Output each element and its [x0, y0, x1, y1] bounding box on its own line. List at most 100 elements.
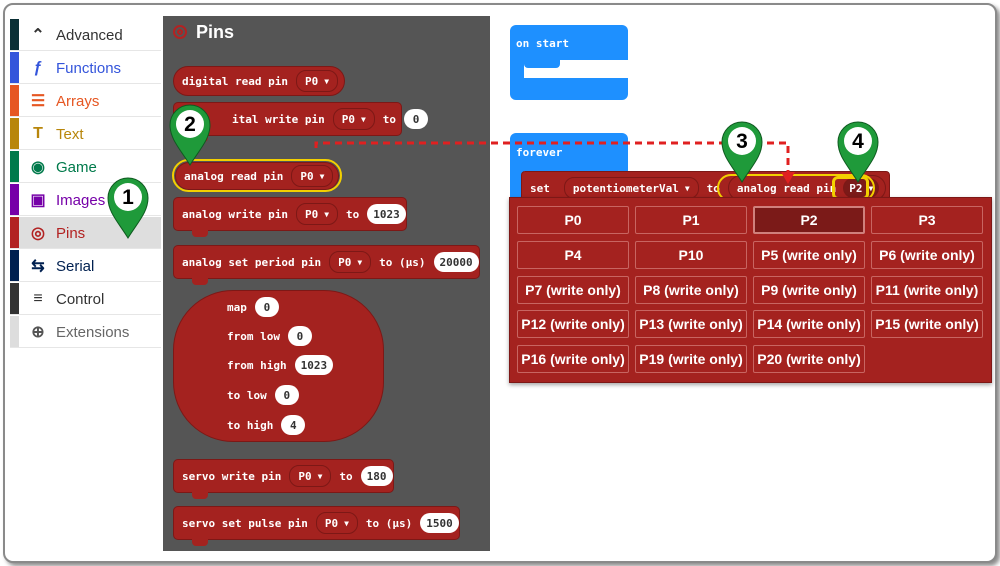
- toolbox-category-game[interactable]: ◉Game: [10, 151, 161, 183]
- pin-dropdown[interactable]: P0▼: [332, 108, 375, 130]
- to-label: to: [382, 112, 397, 126]
- pin-option[interactable]: P9 (write only): [753, 276, 865, 304]
- pin-option[interactable]: P4: [517, 241, 629, 269]
- to-label: to (µs): [379, 255, 426, 269]
- pin-dropdown[interactable]: P0▼: [315, 512, 358, 534]
- from-high-label: from high: [227, 358, 287, 372]
- pin-dropdown[interactable]: P0▼: [295, 203, 339, 225]
- pins-flyout-icon: [173, 25, 187, 39]
- text-icon: T: [33, 125, 43, 142]
- category-label: Images: [56, 192, 106, 209]
- pin-dropdown[interactable]: P0▼: [295, 70, 339, 92]
- category-label: Functions: [56, 60, 122, 77]
- caret-down-icon: ▼: [324, 76, 330, 86]
- pin-option[interactable]: P14 (write only): [753, 310, 865, 338]
- analog-read-highlight: [172, 159, 342, 192]
- block-label: servo set pulse pin: [182, 516, 308, 530]
- map-block[interactable]: map 0 from low 0 from high 1023 to low 0…: [173, 290, 384, 442]
- category-label: Advanced: [56, 27, 123, 44]
- pin-option[interactable]: P8 (write only): [635, 276, 747, 304]
- pin-option[interactable]: P19 (write only): [635, 345, 747, 373]
- forever-label: forever: [516, 146, 563, 159]
- value-input[interactable]: 20000: [433, 252, 479, 272]
- set-label: set: [530, 181, 550, 195]
- to-low-label: to low: [227, 388, 267, 402]
- to-high-input[interactable]: 4: [281, 415, 306, 435]
- category-label: Text: [56, 126, 84, 143]
- digital-read-pin-block[interactable]: digital read pin P0▼: [173, 66, 345, 96]
- block-label: servo write pin: [182, 469, 282, 483]
- list-icon: ☰: [30, 93, 46, 110]
- category-color-bar: [10, 19, 19, 50]
- value-input[interactable]: 1023: [367, 204, 406, 224]
- pin-option[interactable]: P20 (write only): [753, 345, 865, 373]
- analog-read-pin-block[interactable]: analog read pin P0▼: [175, 162, 339, 190]
- pin-option[interactable]: P7 (write only): [517, 276, 629, 304]
- caret-down-icon: ▼: [317, 471, 323, 481]
- pin-option[interactable]: P15 (write only): [871, 310, 983, 338]
- pin-option[interactable]: P0: [517, 206, 629, 234]
- to-low-input[interactable]: 0: [274, 385, 299, 405]
- to-label: to: [706, 181, 720, 195]
- toolbox-category-functions[interactable]: ƒ Functions: [10, 52, 161, 84]
- pin-dropdown[interactable]: P0▼: [329, 251, 372, 273]
- caret-down-icon: ▼: [319, 171, 325, 181]
- servo-write-pin-block[interactable]: servo write pin P0▼ to 180: [173, 459, 394, 499]
- caret-down-icon: ▼: [357, 257, 363, 267]
- pin-option[interactable]: P12 (write only): [517, 310, 629, 338]
- category-label: Game: [56, 159, 97, 176]
- servo-set-pulse-block[interactable]: servo set pulse pin P0▼ to (µs) 1500: [173, 506, 460, 546]
- map-value-input[interactable]: 0: [254, 297, 279, 317]
- flyout-title: Pins: [196, 22, 235, 42]
- image-icon: ▣: [30, 192, 46, 209]
- block-label: digital read pin: [182, 74, 288, 88]
- digital-write-pin-block[interactable]: ital write pin P0▼ to 0: [173, 102, 429, 142]
- category-color-bar: [10, 118, 19, 149]
- pin-option[interactable]: P5 (write only): [753, 241, 865, 269]
- pin-option[interactable]: P1: [635, 206, 747, 234]
- value-input[interactable]: 0: [404, 109, 429, 129]
- pin-option[interactable]: P6 (write only): [871, 241, 983, 269]
- to-high-label: to high: [227, 418, 274, 432]
- marker-1-number: 1: [122, 186, 134, 209]
- chevron-up-icon: ⌃: [31, 27, 45, 44]
- pin-option[interactable]: P11 (write only): [871, 276, 983, 304]
- toolbox-category-advanced[interactable]: ⌃ Advanced: [10, 19, 161, 51]
- function-icon: ƒ: [33, 59, 43, 76]
- block-label: analog read pin: [184, 169, 284, 183]
- toolbox-category-control[interactable]: ≡Control: [10, 283, 161, 315]
- caret-down-icon: ▼: [324, 209, 330, 219]
- toolbox-category-serial[interactable]: ⇆Serial: [10, 250, 161, 282]
- category-color-bar: [10, 316, 19, 347]
- toolbox-category-arrays[interactable]: ☰ Arrays: [10, 85, 161, 117]
- analog-write-pin-block[interactable]: analog write pin P0▼ to 1023: [173, 197, 407, 237]
- value-input[interactable]: 180: [360, 466, 393, 486]
- from-low-input[interactable]: 0: [287, 326, 312, 346]
- block-label: analog write pin: [182, 207, 288, 221]
- pin-option[interactable]: P10: [635, 241, 747, 269]
- pin-option[interactable]: P16 (write only): [517, 345, 629, 373]
- value-input[interactable]: 1500: [420, 513, 459, 533]
- to-label: to: [339, 469, 353, 483]
- analog-set-period-block[interactable]: analog set period pin P0▼ to (µs) 20000: [173, 245, 480, 285]
- on-start-label: on start: [516, 37, 569, 50]
- pin-option[interactable]: P3: [871, 206, 983, 234]
- pin-dropdown[interactable]: P0▼: [289, 465, 332, 487]
- category-color-bar: [10, 250, 19, 281]
- caret-down-icon: ▼: [684, 183, 690, 193]
- marker-4: 4: [837, 121, 879, 183]
- caret-down-icon: ▼: [344, 518, 349, 528]
- marker-1: 1: [107, 177, 149, 239]
- toolbox-category-extensions[interactable]: ⊕Extensions: [10, 316, 161, 348]
- from-high-input[interactable]: 1023: [294, 355, 334, 375]
- category-label: Serial: [56, 258, 95, 275]
- category-color-bar: [10, 151, 19, 182]
- category-label: Arrays: [56, 93, 100, 110]
- marker-2-number: 2: [184, 113, 196, 136]
- pin-option[interactable]: P13 (write only): [635, 310, 747, 338]
- analog-read-label: analog read pin: [736, 181, 837, 195]
- from-low-label: from low: [227, 329, 280, 343]
- toolbox-category-text[interactable]: T Text: [10, 118, 161, 150]
- pin-option[interactable]: P2: [753, 206, 865, 234]
